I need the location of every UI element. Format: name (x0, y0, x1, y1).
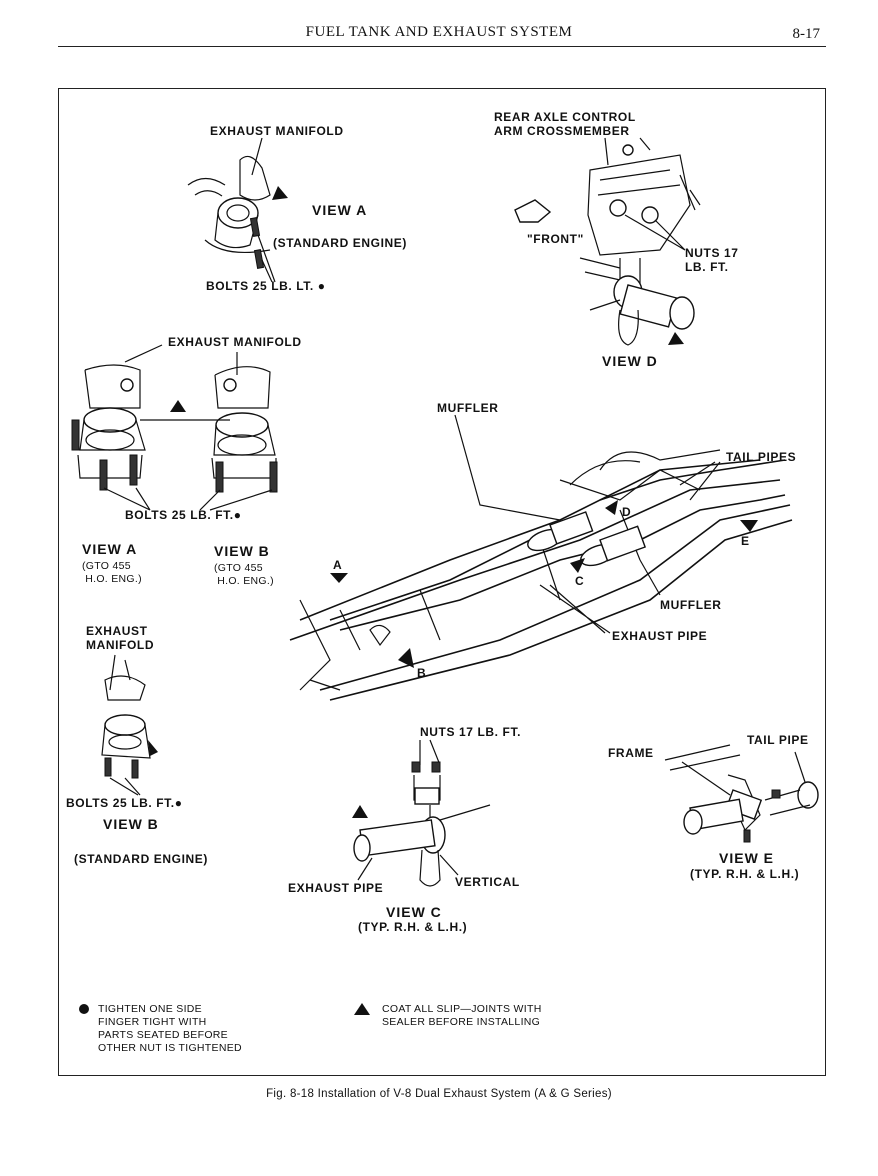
label-muffler-top: MUFFLER (437, 401, 499, 415)
label-bolts-25-ft-lower: BOLTS 25 LB. FT.● (66, 796, 183, 810)
label-view-d: VIEW D (602, 353, 658, 369)
label-view-b-standard: VIEW B (103, 816, 159, 832)
label-letter-d: D (622, 505, 632, 519)
label-exhaust-manifold-lower: EXHAUST MANIFOLD (86, 624, 155, 652)
page-header-title: FUEL TANK AND EXHAUST SYSTEM (305, 24, 573, 40)
label-standard-engine-lower: (STANDARD ENGINE) (74, 852, 208, 866)
label-nuts-17-top: NUTS 17 LB. FT. (685, 246, 739, 274)
chassis-drawing (289, 414, 793, 701)
label-view-a-gto: VIEW A (82, 541, 138, 557)
label-gto-a: (GTO 455 H.O. ENG.) (82, 560, 142, 585)
label-gto-b: (GTO 455 H.O. ENG.) (214, 562, 274, 587)
label-view-c: VIEW C (386, 904, 442, 920)
label-exhaust-pipe-c: EXHAUST PIPE (288, 881, 384, 895)
figure-frame (58, 88, 826, 1076)
label-exhaust-manifold-top: EXHAUST MANIFOLD (210, 124, 344, 138)
label-typ-c: (TYP. R.H. & L.H.) (358, 920, 468, 934)
label-vertical: VERTICAL (455, 875, 520, 889)
label-standard-engine: (STANDARD ENGINE) (273, 236, 407, 250)
label-tail-pipe: TAIL PIPE (747, 733, 809, 747)
label-exhaust-manifold-mid: EXHAUST MANIFOLD (168, 335, 302, 349)
label-typ-e: (TYP. R.H. & L.H.) (690, 867, 800, 881)
label-tail-pipes: TAIL PIPES (726, 450, 797, 464)
label-muffler-bottom: MUFFLER (660, 598, 722, 612)
label-exhaust-pipe-main: EXHAUST PIPE (612, 629, 708, 643)
legend-triangle-symbol (354, 1003, 370, 1015)
view-c-drawing (352, 739, 491, 887)
label-nuts-17-c: NUTS 17 LB. FT. (420, 725, 522, 739)
label-frame: FRAME (608, 746, 654, 760)
view-a-b-gto-drawing (71, 344, 278, 511)
view-d-drawing (514, 137, 701, 346)
view-a-standard-drawing (187, 137, 288, 283)
label-rear-axle-crossmember: REAR AXLE CONTROL ARM CROSSMEMBER (494, 110, 636, 138)
label-letter-b: B (417, 666, 427, 680)
label-letter-a: A (333, 558, 343, 572)
label-view-b-gto: VIEW B (214, 543, 270, 559)
view-e-drawing (664, 744, 819, 843)
legend-circle-symbol (79, 1004, 89, 1014)
label-bolts-25-lt: BOLTS 25 LB. LT. ● (206, 279, 326, 293)
view-b-standard-drawing (101, 654, 158, 796)
header-rule (58, 46, 826, 47)
label-bolts-25-ft: BOLTS 25 LB. FT.● (125, 508, 242, 522)
label-letter-c: C (575, 574, 585, 588)
label-view-a-title: VIEW A (312, 202, 368, 218)
label-front: "FRONT" (527, 232, 584, 246)
legend-triangle-note: COAT ALL SLIP—JOINTS WITH SEALER BEFORE … (382, 1003, 542, 1028)
figure-caption: Fig. 8-18 Installation of V-8 Dual Exhau… (266, 1088, 612, 1100)
legend-circle-note: TIGHTEN ONE SIDE FINGER TIGHT WITH PARTS… (98, 1003, 242, 1054)
label-view-e: VIEW E (719, 850, 775, 866)
page-number: 8-17 (792, 26, 821, 42)
label-letter-e: E (741, 534, 750, 548)
